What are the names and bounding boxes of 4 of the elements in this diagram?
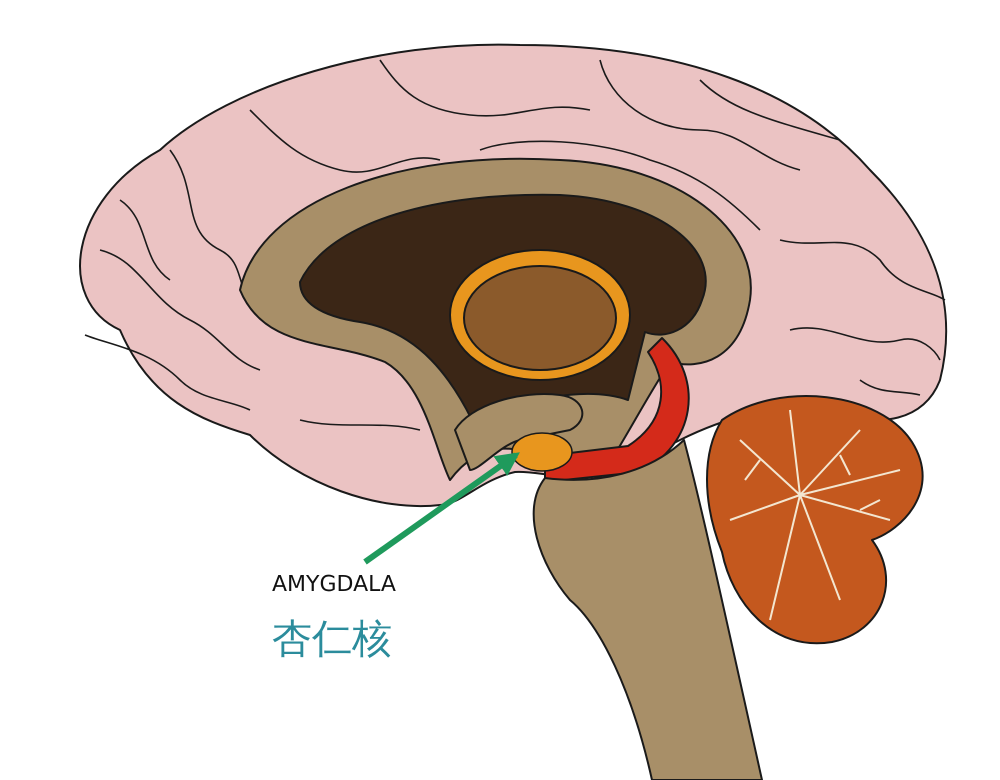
arrow: [363, 452, 520, 564]
chinese-label: 杏仁核: [272, 615, 392, 664]
english-label: AMYGDALA: [272, 572, 396, 597]
amygdala-region: [511, 432, 573, 472]
